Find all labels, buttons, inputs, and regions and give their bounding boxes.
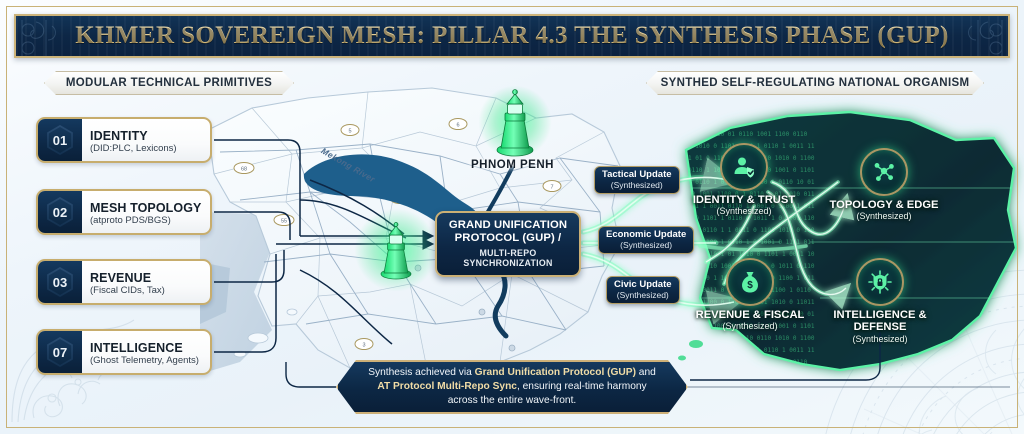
summary-bold2: AT Protocol Multi-Repo Sync: [377, 380, 517, 392]
summary-part3: , ensuring real-time harmony across the …: [447, 380, 647, 407]
gup-title: GRAND UNIFICATION PROTOCOL (GUP) /: [448, 219, 568, 245]
svg-text:01101 0 1100 10 01 0110 1001 1: 01101 0 1100 10 01 0110 1001 1100 0110: [670, 131, 808, 138]
network-nodes-icon: [860, 148, 908, 196]
organism-node-title: REVENUE & FISCAL: [695, 309, 805, 321]
primitive-number: 03: [52, 274, 68, 290]
primitive-title: MESH TOPOLOGY: [90, 201, 202, 216]
update-state: (Synthesized): [610, 179, 663, 190]
primitive-subtitle: (DID:PLC, Lexicons): [90, 143, 177, 155]
header-ornament-right-icon: [968, 20, 1003, 56]
right-ribbon-label: SYNTHED SELF-REGULATING NATIONAL ORGANIS…: [660, 77, 970, 89]
left-section-ribbon: MODULAR TECHNICAL PRIMITIVES: [44, 71, 294, 95]
update-label: Tactical Update: [602, 169, 672, 180]
grand-unification-protocol-box[interactable]: GRAND UNIFICATION PROTOCOL (GUP) / MULTI…: [435, 211, 581, 277]
primitive-card-identity[interactable]: 01 IDENTITY (DID:PLC, Lexicons): [36, 117, 212, 163]
organism-node-title: IDENTITY & TRUST: [692, 194, 796, 206]
update-state: (Synthesized): [620, 239, 673, 250]
primitive-title: IDENTITY: [90, 129, 148, 144]
left-ribbon-label: MODULAR TECHNICAL PRIMITIVES: [65, 77, 273, 89]
summary-part1: Synthesis achieved via: [368, 366, 475, 378]
primitive-card-mesh-topology[interactable]: 02 MESH TOPOLOGY (atproto PDS/BGS): [36, 189, 212, 235]
svg-text:6: 6: [456, 123, 459, 129]
organism-node-revenue-fiscal[interactable]: $ REVENUE & FISCAL (Synthesized): [690, 258, 810, 332]
update-chip-civic[interactable]: Civic Update (Synthesized): [606, 276, 680, 305]
svg-text:3: 3: [362, 343, 365, 349]
svg-text:$: $: [747, 280, 753, 291]
svg-text:68: 68: [241, 167, 247, 173]
organism-node-state: (Synthesized): [852, 333, 908, 344]
svg-text:0 1101 0110 1 0 1011 0 1100 1: 0 1101 0110 1 0 1011 0 1100 1 0110 10 01: [670, 311, 815, 318]
hexagon-badge-icon: 07: [47, 337, 73, 367]
organism-node-title: TOPOLOGY & EDGE: [829, 199, 939, 211]
svg-text:1 10 0110 1 1001 0 0110 11 0 1: 1 10 0110 1 1001 0 0110 11 0 1001 0 1101: [670, 323, 815, 330]
hexagon-badge-icon: 03: [47, 267, 73, 297]
shield-lock-gear-icon: [856, 258, 904, 306]
summary-bold1: Grand Unification Protocol (GUP): [474, 366, 636, 378]
organism-node-topology-edge[interactable]: TOPOLOGY & EDGE (Synthesized): [824, 148, 944, 222]
hexagon-badge-icon: 01: [47, 125, 73, 155]
svg-text:7: 7: [550, 185, 553, 191]
primitive-number-badge: 02: [38, 191, 82, 233]
primitive-number: 01: [52, 132, 68, 148]
organism-node-state: (Synthesized): [716, 206, 772, 217]
svg-text:1 0011 1010 0 1101 0010 1 0110: 1 0011 1010 0 1101 0010 1 0110 1 0011 11: [670, 347, 815, 354]
capital-city-label: PHNOM PENH: [471, 159, 554, 171]
capital-tower-marker: [478, 84, 552, 160]
svg-text:5: 5: [348, 129, 351, 135]
primitive-number-badge: 01: [38, 119, 82, 161]
summary-banner: Synthesis achieved via Grand Unification…: [336, 360, 688, 414]
summary-text: Synthesis achieved via Grand Unification…: [362, 366, 662, 408]
person-shield-check-icon: [720, 143, 768, 191]
gup-subtitle-line1: MULTI-REPO: [479, 247, 537, 258]
gup-subtitle-line2: SYNCHRONIZATION: [463, 258, 553, 269]
primitive-card-revenue[interactable]: 03 REVENUE (Fiscal CIDs, Tax): [36, 259, 212, 305]
summary-part2: and: [635, 366, 656, 378]
update-state: (Synthesized): [616, 289, 669, 300]
money-bag-icon: $: [726, 258, 774, 306]
primitive-title: INTELLIGENCE: [90, 341, 183, 356]
organism-node-identity-trust[interactable]: IDENTITY & TRUST (Synthesized): [684, 143, 804, 217]
update-chip-economic[interactable]: Economic Update (Synthesized): [598, 226, 695, 255]
update-chip-tactical[interactable]: Tactical Update (Synthesized): [594, 166, 680, 195]
primitive-title: REVENUE: [90, 271, 152, 286]
primitive-number-badge: 07: [38, 331, 82, 373]
primitive-card-intelligence[interactable]: 07 INTELLIGENCE (Ghost Telemetry, Agents…: [36, 329, 212, 375]
mesh-hub-tower-marker: [354, 208, 438, 292]
primitive-subtitle: (atproto PDS/BGS): [90, 215, 171, 227]
primitive-number: 02: [52, 204, 68, 220]
hexagon-badge-icon: 02: [47, 197, 73, 227]
header-ornament-left-icon: [21, 20, 56, 56]
svg-text:01101 0 1100 10 01 0110 1001 1: 01101 0 1100 10 01 0110 1001 1100 0110: [670, 359, 808, 366]
organism-node-state: (Synthesized): [856, 211, 912, 222]
primitive-subtitle: (Ghost Telemetry, Agents): [90, 355, 199, 367]
organism-node-title: INTELLIGENCE & DEFENSE: [833, 309, 927, 334]
organism-node-intelligence-defense[interactable]: INTELLIGENCE & DEFENSE (Synthesized): [820, 258, 940, 344]
primitive-subtitle: (Fiscal CIDs, Tax): [90, 285, 165, 297]
primitive-number-badge: 03: [38, 261, 82, 303]
svg-text:55: 55: [281, 219, 287, 225]
organism-node-state: (Synthesized): [722, 321, 778, 332]
primitive-number: 07: [52, 344, 68, 360]
page-title: KHMER SOVEREIGN MESH: PILLAR 4.3 THE SYN…: [75, 22, 949, 49]
update-label: Economic Update: [606, 229, 687, 240]
page-header: KHMER SOVEREIGN MESH: PILLAR 4.3 THE SYN…: [14, 14, 1010, 58]
right-section-ribbon: SYNTHED SELF-REGULATING NATIONAL ORGANIS…: [646, 71, 984, 95]
